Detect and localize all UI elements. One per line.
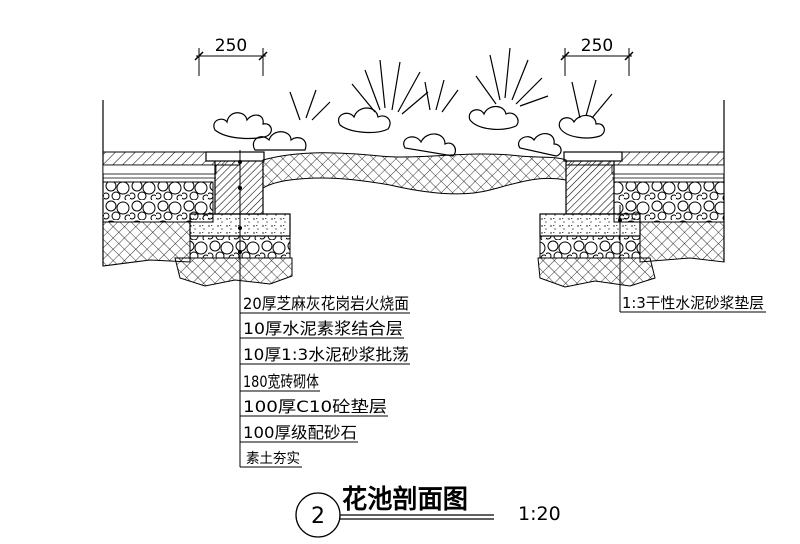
title-block: 2 花池剖面图 1:20 [295,484,561,538]
drawing-title: 花池剖面图 [342,484,468,515]
drawing-scale: 1:20 [518,503,561,525]
dimension-right: 250 [560,36,634,76]
planting-soil [262,152,567,195]
callout-list-left: 20厚芝麻灰花岗岩火烧面 10厚水泥素浆结合层 10厚1:3水泥砂浆批荡 180… [240,294,410,468]
drawing-number: 2 [311,504,325,529]
callout-item: 10厚1:3水泥砂浆批荡 [243,345,409,364]
dimension-left-value: 250 [215,36,247,56]
shrub-plants [213,47,613,157]
dimension-right-value: 250 [581,36,613,56]
callout-item: 100厚级配砂石 [243,423,357,442]
callout-item: 20厚芝麻灰花岗岩火烧面 [243,294,409,313]
callout-item: 180宽砖砌体 [243,372,319,391]
left-section [102,100,293,467]
callout-item: 10厚水泥素浆结合层 [243,319,403,338]
callout-right: 1:3干性水泥砂浆垫层 [622,294,764,312]
right-section [537,100,766,313]
callout-item: 100厚C10砼垫层 [243,397,387,416]
callout-item: 素土夯实 [246,451,300,467]
dimension-left: 250 [194,36,268,76]
